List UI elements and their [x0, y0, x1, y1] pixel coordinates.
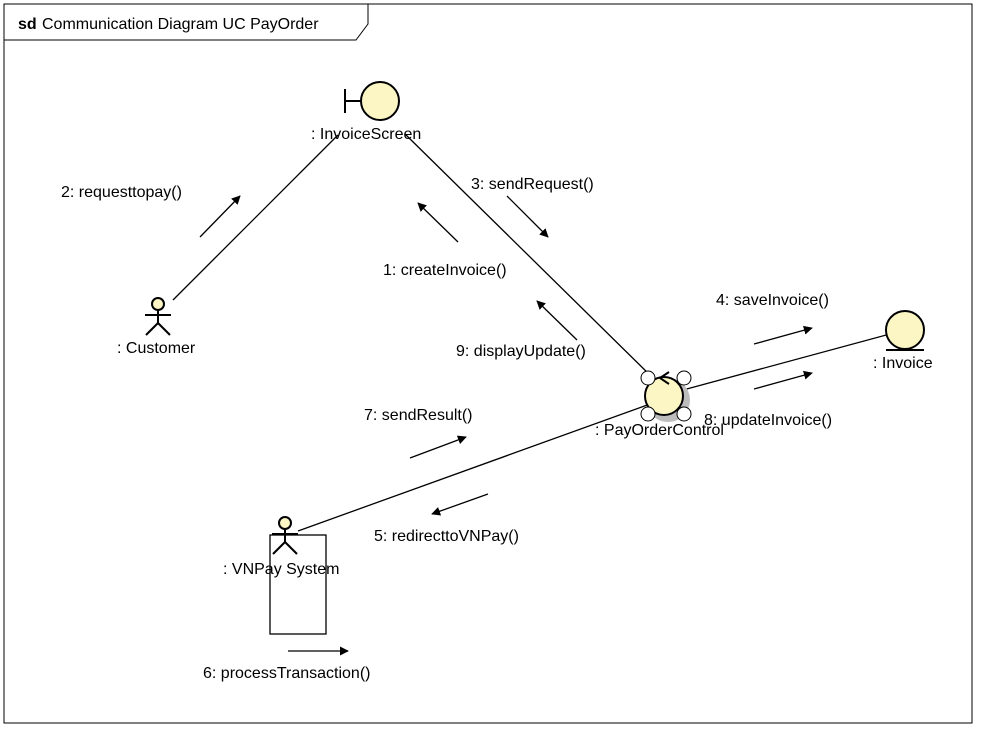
link-customer-invoicescreen [172, 134, 339, 301]
arrow-m1 [417, 202, 459, 243]
diagram-frame [3, 3, 973, 724]
payordercontrol-selection-handles[interactable] [640, 370, 692, 422]
selection-handle[interactable] [640, 370, 656, 386]
arrow-m7 [409, 435, 467, 459]
frame-title-tab [3, 3, 369, 41]
vnpay-label: : VNPay System [223, 561, 339, 578]
message-label-m9: 9: displayUpdate() [456, 343, 586, 360]
link-payordercontrol-vnpay [297, 403, 651, 532]
message-label-m7: 7: sendResult() [364, 407, 473, 424]
vnpay-actor-icon[interactable] [272, 516, 298, 555]
link-invoicescreen-payordercontrol [404, 133, 656, 381]
message-label-m1: 1: createInvoice() [383, 262, 507, 279]
payordercontrol-label: : PayOrderControl [595, 422, 724, 439]
selection-handle[interactable] [676, 406, 692, 422]
link-payordercontrol-invoice [682, 333, 891, 391]
arrow-m3 [506, 195, 549, 238]
customer-actor-icon[interactable] [145, 297, 171, 336]
selection-handle[interactable] [676, 370, 692, 386]
frame-title: Communication Diagram UC PayOrder [42, 16, 319, 33]
arrow-m8 [753, 370, 813, 390]
arrow-m5 [431, 493, 489, 516]
message-label-m4: 4: saveInvoice() [716, 292, 829, 309]
message-label-m6: 6: processTransaction() [203, 665, 370, 682]
invoicescreen-label: : InvoiceScreen [311, 126, 421, 143]
message-label-m5: 5: redirecttoVNPay() [374, 528, 519, 545]
invoice-entity-icon[interactable] [885, 310, 925, 351]
frame-keyword: sd [18, 16, 37, 33]
invoice-label: : Invoice [873, 355, 933, 372]
arrow-m9 [536, 300, 578, 341]
invoicescreen-boundary-icon[interactable] [344, 81, 400, 121]
arrow-m4 [753, 325, 813, 345]
selection-handle[interactable] [640, 406, 656, 422]
arrow-m2 [199, 195, 241, 238]
customer-label: : Customer [117, 340, 196, 357]
message-label-m8: 8: updateInvoice() [704, 412, 832, 429]
message-arrows [199, 195, 813, 656]
message-label-m3: 3: sendRequest() [471, 176, 594, 193]
links [172, 133, 891, 635]
message-label-m2: 2: requesttopay() [61, 184, 182, 201]
